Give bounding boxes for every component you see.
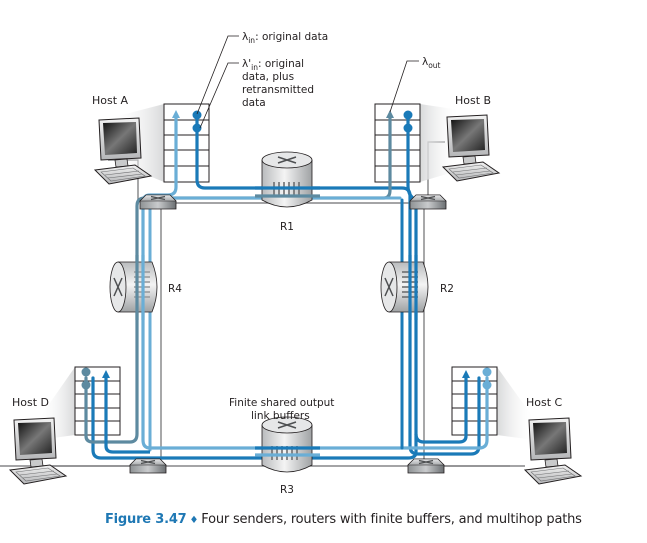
host-c-computer-icon	[524, 417, 582, 485]
host-c-buffer-shade	[497, 367, 535, 440]
router-r2	[380, 261, 429, 313]
source-dot-icon	[482, 367, 492, 377]
buffer-label-line2: link buffers	[251, 410, 310, 422]
lambda-in-prime-line4: data	[242, 97, 266, 109]
separator-icon: ♦	[189, 515, 199, 526]
host-c-buffer	[451, 366, 498, 436]
router-r1	[261, 151, 313, 208]
source-dot-icon	[403, 110, 413, 120]
flow-c-to-a-path	[141, 114, 489, 450]
flow-to-d-path	[104, 378, 150, 454]
switch-bottom-right	[407, 458, 445, 474]
flow-markers	[81, 110, 492, 390]
router-r2-label: R2	[440, 283, 454, 295]
source-dot-icon	[482, 380, 492, 390]
figure-caption: Figure 3.47♦Four senders, routers with f…	[105, 512, 582, 527]
router-r1-label: R1	[280, 221, 294, 233]
arrow-up-icon	[462, 370, 470, 378]
figure-number: Figure 3.47	[105, 512, 187, 527]
arrow-up-icon	[102, 370, 110, 378]
flow-a-to-c	[195, 114, 481, 456]
host-b-computer-icon	[442, 114, 500, 182]
source-dot-icon	[81, 380, 91, 390]
source-dot-icon	[81, 367, 91, 377]
router-r3	[261, 416, 313, 473]
lambda-in-label: λin: original data	[242, 31, 328, 45]
source-dot-icon	[192, 110, 202, 120]
lambda-out-label: λout	[422, 56, 441, 70]
host-d-buffer	[74, 366, 121, 436]
router-r4-label: R4	[168, 283, 182, 295]
source-dot-icon	[192, 123, 202, 133]
source-dot-icon	[403, 123, 413, 133]
arrow-up-icon	[386, 110, 394, 118]
switch-top-left	[139, 194, 177, 210]
host-b-buffer	[374, 103, 421, 183]
host-a-label: Host A	[92, 94, 129, 107]
host-d-label: Host D	[12, 396, 49, 409]
flow-b-to-d-path	[91, 114, 418, 460]
host-b-label: Host B	[455, 94, 491, 107]
switch-top-right	[409, 194, 447, 210]
lambda-in-prime-line3: retransmitted	[242, 84, 314, 96]
buffer-label-line1: Finite shared output	[229, 397, 334, 409]
host-a-buffer	[163, 103, 210, 183]
router-r3-label: R3	[280, 484, 294, 496]
arrow-up-icon	[172, 110, 180, 118]
router-r4	[109, 261, 158, 313]
lambda-in-prime-line2: data, plus	[242, 71, 294, 83]
lambda-in-prime-label: λ'in: original	[242, 58, 304, 72]
flow-to-c-path	[414, 378, 468, 444]
annotation-leaders	[196, 35, 419, 129]
host-c-label: Host C	[526, 396, 563, 409]
switch-bottom-left	[129, 458, 167, 474]
caption-text: Four senders, routers with finite buffer…	[201, 512, 582, 527]
